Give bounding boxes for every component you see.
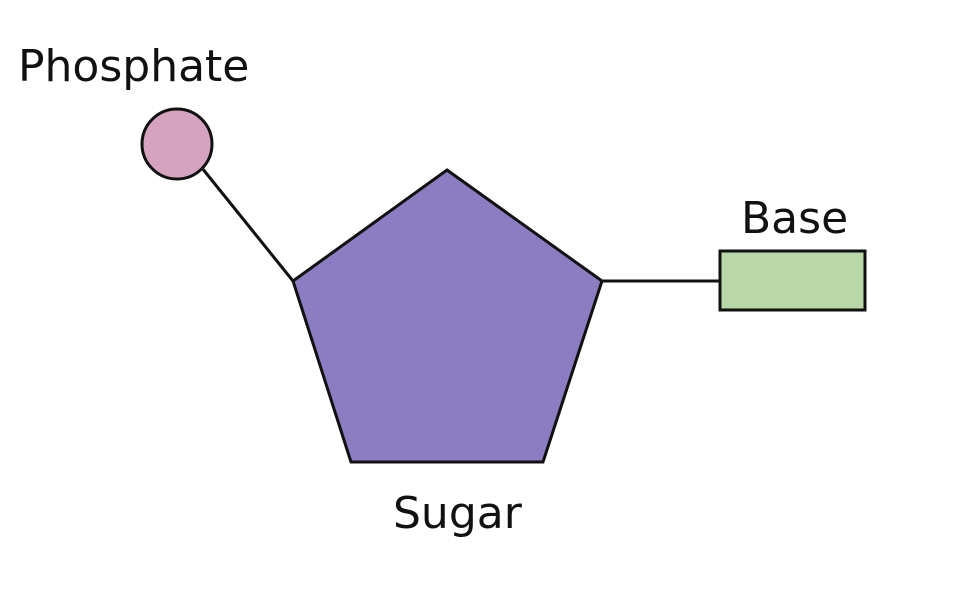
- base-rectangle: [718, 249, 867, 312]
- sugar-label: Sugar: [393, 488, 523, 539]
- base-label: Base: [741, 193, 848, 244]
- sugar-pentagon: [291, 168, 604, 464]
- phosphate-sugar-bond: [200, 167, 295, 282]
- phosphate-circle: [140, 107, 214, 181]
- phosphate-label: Phosphate: [18, 41, 249, 92]
